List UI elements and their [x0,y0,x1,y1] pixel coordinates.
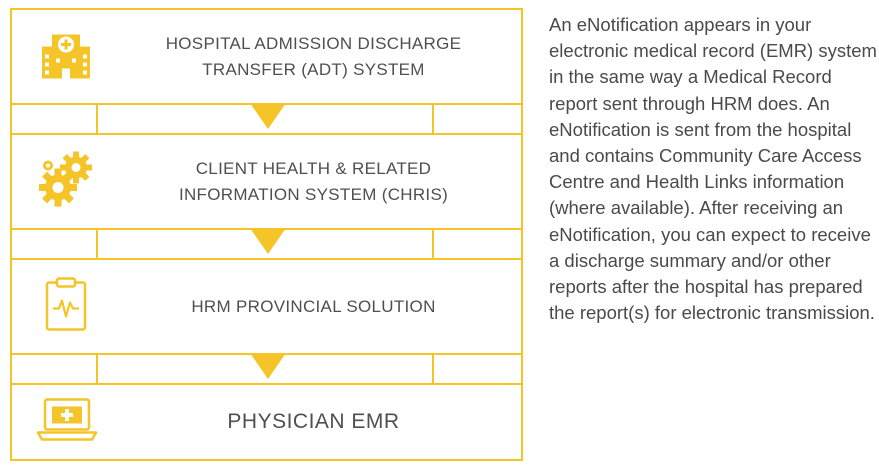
connector-line [432,103,434,133]
connector-line [432,353,434,383]
step-label: CLIENT HEALTH & RELATED INFORMATION SYST… [178,158,449,204]
description-text: An eNotification appears in your electro… [549,14,877,324]
down-arrow-icon [250,103,286,129]
step-box-chris: CLIENT HEALTH & RELATED INFORMATION SYST… [10,133,523,230]
step-box-emr: PHYSICIAN EMR [10,383,523,461]
hospital-icon [36,24,96,89]
step-label: HRM PROVINCIAL SOLUTION [191,296,436,316]
laptop-medical-icon [36,397,98,448]
step-box-hrm: HRM PROVINCIAL SOLUTION [10,258,523,355]
clipboard-heartbeat-icon [44,276,88,337]
down-arrow-icon [250,228,286,254]
connector-line [96,228,98,258]
gears-icon [36,147,100,216]
step-box-adt: HOSPITAL ADMISSION DISCHARGE TRANSFER (A… [10,8,523,105]
connector-line [432,228,434,258]
connector-line [96,103,98,133]
flow-diagram: HOSPITAL ADMISSION DISCHARGE TRANSFER (A… [10,8,523,461]
down-arrow-icon [250,353,286,379]
step-label: PHYSICIAN EMR [227,410,400,433]
connector-line [96,353,98,383]
step-label: HOSPITAL ADMISSION DISCHARGE TRANSFER (A… [165,33,462,79]
